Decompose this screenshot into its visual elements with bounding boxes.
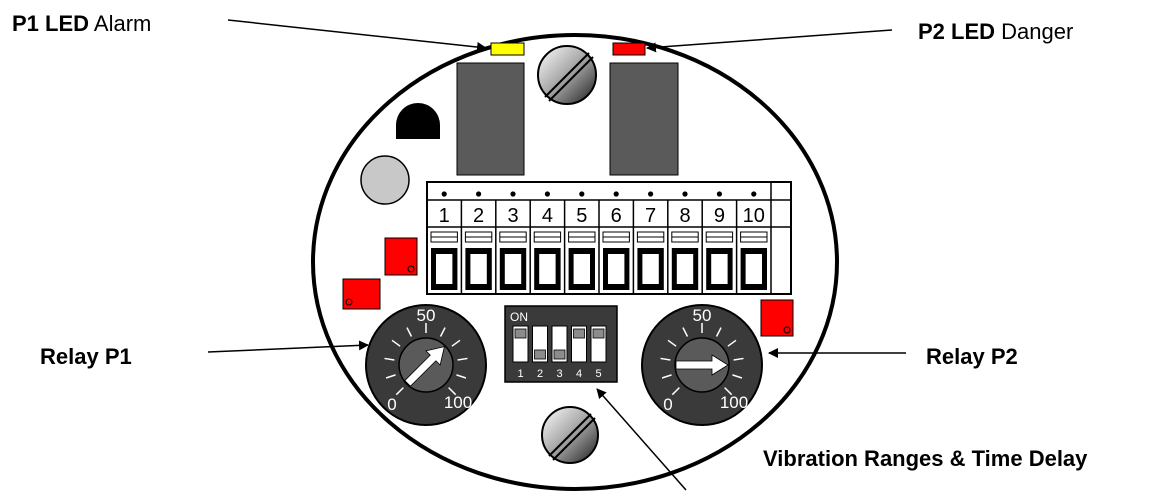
dial-tick (724, 387, 733, 396)
relay-p2-dial[interactable]: 50 0 100 (641, 304, 763, 426)
dip-switch: ON 1 2 3 4 5 (504, 305, 618, 383)
red-pad-right (760, 299, 794, 337)
dial-tick (439, 327, 446, 337)
terminal-dot (648, 191, 654, 197)
dial-tick (391, 339, 401, 347)
p2-led-arrow (646, 29, 893, 53)
p2-led-callout: P2 LED Danger (918, 21, 1073, 43)
terminal-label: 10 (743, 205, 765, 227)
p2-led (612, 42, 646, 56)
terminal-dot (682, 191, 688, 197)
terminal-label: 4 (542, 205, 553, 227)
terminal-label: 2 (473, 205, 484, 227)
p1-led-arrow (227, 19, 487, 52)
dip-switch-5[interactable] (590, 325, 607, 363)
p2-led-title: P2 LED (918, 19, 996, 44)
relay-p1-callout: Relay P1 (40, 346, 132, 368)
terminal-dot (476, 191, 482, 197)
black-dome-component (396, 103, 440, 139)
dial-pointer-arrow (404, 346, 445, 387)
dial-scale-label: 50 (693, 306, 712, 325)
terminal-dot (510, 191, 516, 197)
relay-p1-title: Relay P1 (40, 344, 132, 369)
terminal-dot (544, 191, 551, 197)
dip-switch-number: 1 (517, 368, 523, 380)
terminal-label: 8 (679, 205, 690, 227)
dip-switch-knob (534, 349, 546, 360)
dial-tick (395, 387, 404, 396)
dial-pointer-arrow (675, 354, 729, 376)
relay-p1-body (456, 62, 525, 176)
dip-switch-knob (514, 328, 527, 339)
terminal-dot (579, 191, 585, 197)
dial-tick (682, 327, 689, 337)
dip-switch-number: 5 (595, 368, 601, 380)
dip-switch-4[interactable] (571, 325, 587, 363)
top-screw (537, 45, 597, 105)
dial-scale-label: 100 (444, 393, 472, 412)
dip-switch-3[interactable] (551, 325, 568, 363)
dip-switch-arrow (596, 388, 687, 491)
dial-tick (457, 357, 468, 361)
dial-tick (451, 339, 461, 347)
dip-switch-number: 3 (556, 368, 562, 380)
dial-scale-label: 100 (720, 393, 748, 412)
dial-tick (732, 374, 743, 379)
dip-switch-number: 4 (576, 368, 582, 380)
red-pad-lower-left (342, 278, 381, 310)
relay-p1-arrow (207, 340, 369, 353)
dial-tick (733, 357, 744, 361)
dial-tick (406, 327, 413, 337)
dip-switch-2[interactable] (532, 325, 548, 363)
dial-tick (715, 327, 722, 337)
dial-tick (727, 339, 737, 347)
dip-switch-callout: Vibration Ranges & Time Delay (763, 448, 1087, 470)
p1-led (490, 42, 525, 56)
dial-scale-label: 0 (663, 395, 672, 414)
p1-led-callout: P1 LED Alarm (12, 13, 151, 35)
dial-tick (385, 374, 396, 379)
relay-p2-title: Relay P2 (926, 344, 1018, 369)
red-pad-upper-left (384, 237, 418, 276)
terminal-label: 6 (611, 205, 622, 227)
dip-on-label: ON (510, 310, 528, 324)
p1-led-subtitle: Alarm (89, 11, 152, 36)
dip-switch-1[interactable] (512, 325, 529, 363)
terminal-dot (441, 191, 447, 197)
dip-switch-title: Vibration Ranges & Time Delay (763, 446, 1088, 471)
relay-p1-dial[interactable]: 50 0 100 (365, 304, 487, 426)
dial-tick (384, 357, 395, 361)
dial-tick (660, 357, 671, 361)
terminal-label: 3 (507, 205, 518, 227)
terminal-label: 7 (645, 205, 656, 227)
dip-switch-knob (553, 349, 566, 360)
p2-led-subtitle: Danger (995, 19, 1074, 44)
terminal-label: 9 (714, 205, 725, 227)
dial-tick (661, 374, 672, 379)
dial-scale-label: 50 (417, 306, 436, 325)
terminal-label: 5 (576, 205, 587, 227)
terminal-dot (716, 191, 723, 197)
relay-p2-body (609, 62, 679, 176)
dial-scale-label: 0 (387, 395, 396, 414)
dial-tick (456, 374, 467, 379)
dial-tick (671, 387, 680, 396)
dial-tick (667, 339, 677, 347)
terminal-dot (613, 191, 619, 197)
p1-led-title: P1 LED (12, 11, 90, 36)
terminal-dot (751, 191, 757, 197)
bottom-screw (541, 406, 599, 464)
dip-switch-number: 2 (537, 368, 543, 380)
terminal-label: 1 (439, 205, 450, 227)
dip-switch-knob (573, 328, 585, 339)
dial-tick (448, 387, 457, 396)
relay-p2-callout: Relay P2 (926, 346, 1018, 368)
terminal-block: 1 2 3 4 5 6 7 8 9 10 (426, 181, 792, 295)
dip-switch-knob (592, 328, 605, 339)
gray-sensor (360, 155, 410, 205)
